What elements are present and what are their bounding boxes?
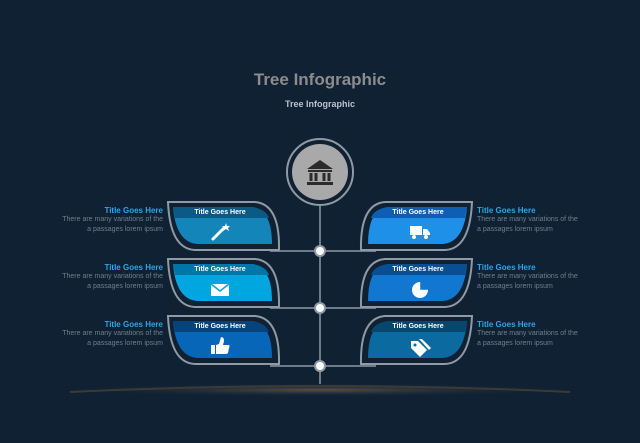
pie-chart-icon	[412, 280, 430, 298]
left-text-block-3: Title Goes Here There are many variation…	[43, 320, 163, 349]
left-side-title-1: Title Goes Here	[104, 206, 163, 215]
right-side-desc-2b: a passages lorem ipsum	[477, 283, 553, 290]
thumbs-up-icon	[211, 337, 230, 354]
truck-icon	[410, 226, 430, 239]
tags-icon	[411, 339, 431, 357]
left-leaf-3-title: Title Goes Here	[194, 323, 246, 330]
right-leaf-3-title: Title Goes Here	[392, 323, 444, 330]
envelope-icon	[210, 283, 230, 296]
right-side-desc-1b: a passages lorem ipsum	[477, 226, 553, 233]
right-side-title-3: Title Goes Here	[477, 320, 536, 329]
right-text-block-2: Title Goes Here There are many variation…	[477, 263, 602, 292]
left-side-title-3: Title Goes Here	[104, 320, 163, 329]
page-title: Tree Infographic	[253, 70, 387, 89]
junction-nodes	[314, 245, 326, 372]
left-text-block-2: Title Goes Here There are many variation…	[43, 263, 163, 292]
left-leaf-1-title: Title Goes Here	[194, 209, 246, 216]
right-side-desc-3b: a passages lorem ipsum	[477, 340, 553, 347]
right-text-block-3: Title Goes Here There are many variation…	[477, 320, 602, 349]
junction-node-1	[314, 245, 326, 257]
right-side-desc-2a: There are many variations of the	[477, 273, 578, 280]
magic-wand-icon	[211, 223, 230, 241]
left-text-block-1: Title Goes Here There are many variation…	[43, 206, 163, 235]
bank-icon	[307, 160, 333, 185]
page-subtitle: Tree Infographic	[284, 99, 355, 109]
right-leaf-1	[359, 201, 474, 251]
junction-node-2	[314, 302, 326, 314]
right-leaf-1-title: Title Goes Here	[392, 209, 444, 216]
root-node	[286, 138, 354, 206]
left-side-desc-1b: a passages lorem ipsum	[87, 226, 163, 233]
left-side-title-2: Title Goes Here	[104, 263, 163, 272]
right-text-block-1: Title Goes Here There are many variation…	[477, 206, 602, 235]
right-leaf-3	[359, 315, 474, 365]
junction-node-3	[314, 360, 326, 372]
left-leaf-2-title: Title Goes Here	[194, 266, 246, 273]
left-side-desc-2a: There are many variations of the	[62, 273, 163, 280]
left-leaf-2	[166, 258, 281, 308]
ground-shadow	[58, 383, 582, 397]
right-side-desc-3a: There are many variations of the	[477, 330, 578, 337]
left-side-desc-1a: There are many variations of the	[62, 216, 163, 223]
ground-line	[69, 385, 571, 393]
left-side-desc-3b: a passages lorem ipsum	[87, 340, 163, 347]
right-side-desc-1a: There are many variations of the	[477, 216, 578, 223]
left-side-desc-2b: a passages lorem ipsum	[87, 283, 163, 290]
right-side-title-2: Title Goes Here	[477, 263, 536, 272]
right-leaf-2-title: Title Goes Here	[392, 266, 444, 273]
right-side-title-1: Title Goes Here	[477, 206, 536, 215]
left-side-desc-3a: There are many variations of the	[62, 330, 163, 337]
